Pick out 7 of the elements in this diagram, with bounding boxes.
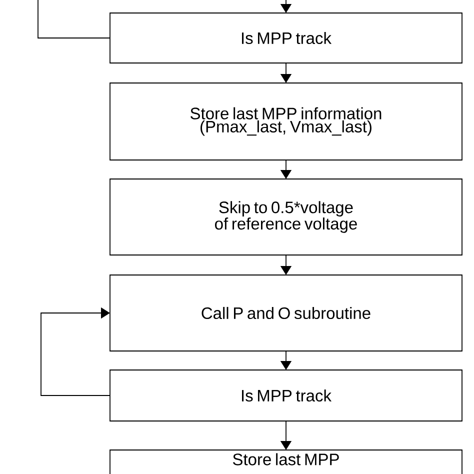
process-box: Is MPP track (110, 370, 462, 422)
process-box: Is MPP track (110, 12, 462, 64)
process-box: Call P and O subroutine (110, 274, 462, 352)
process-box: Store last MPP information (Pmax_last, Vmax_last) (110, 82, 462, 160)
process-box: Store last MPP (110, 450, 462, 474)
arrow (40, 307, 110, 396)
process-box: Skip to 0.5*voltage of reference voltage (110, 178, 462, 256)
